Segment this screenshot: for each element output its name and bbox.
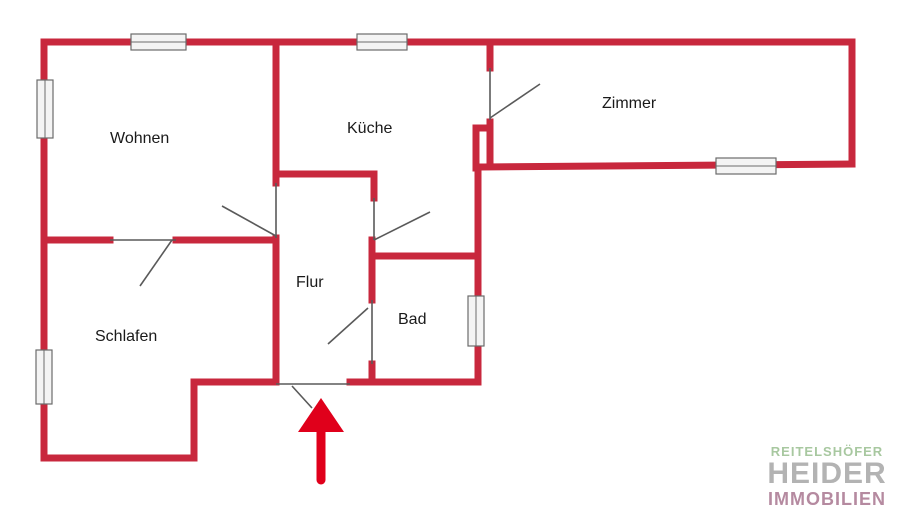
label-wohnen: Wohnen	[110, 130, 169, 147]
window-wohnen-left	[36, 79, 54, 139]
doors	[110, 68, 541, 409]
label-flur: Flur	[296, 274, 324, 291]
window-zimmer-bottom	[715, 157, 777, 175]
label-kueche: Küche	[347, 120, 392, 137]
door-zimmer-swing	[489, 83, 541, 119]
entrance-arrow	[298, 398, 344, 485]
window-schlafen-left	[35, 349, 53, 405]
window-wohnen-top	[130, 33, 187, 51]
door-entrance-swing	[291, 385, 313, 409]
window-kueche-top	[356, 33, 408, 51]
door-bad-swing	[327, 307, 369, 345]
window-bad-right	[467, 295, 485, 347]
company-logo: REITELSHÖFER HEIDER IMMOBILIEN	[760, 445, 894, 508]
wall-zimmer-bottom	[479, 160, 856, 171]
door-kueche-swing	[373, 211, 431, 241]
logo-line-heider: HEIDER	[767, 457, 887, 490]
door-schlafen-swing	[139, 239, 173, 287]
logo-line-reitelshoefer: REITELSHÖFER	[770, 444, 884, 459]
windows	[35, 33, 777, 405]
door-wohnen-swing	[221, 205, 277, 237]
label-zimmer: Zimmer	[602, 95, 657, 112]
label-schlafen: Schlafen	[95, 328, 157, 345]
logo-line-immobilien: IMMOBILIEN	[768, 489, 886, 509]
label-bad: Bad	[398, 311, 426, 328]
